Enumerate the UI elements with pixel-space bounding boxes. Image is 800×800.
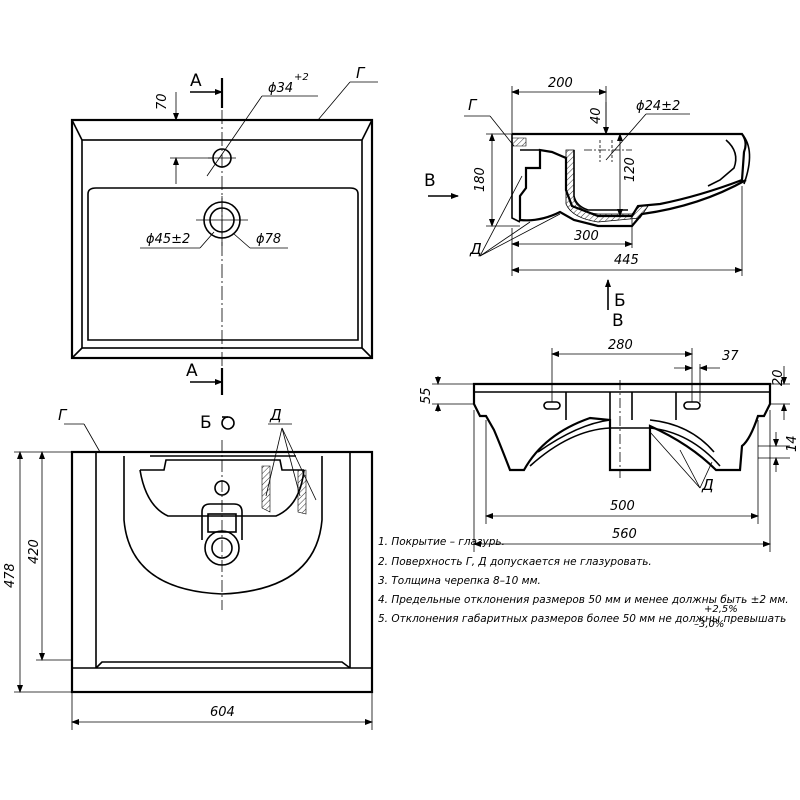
dim-tap-hole: ϕ34 bbox=[268, 81, 293, 96]
note-5: 5. Отклонения габаритных размеров более … bbox=[378, 613, 787, 625]
dim-420: 420 bbox=[27, 539, 42, 564]
view-v-title: В bbox=[612, 311, 624, 331]
dim-604: 604 bbox=[210, 705, 235, 720]
dim-180: 180 bbox=[473, 167, 488, 192]
section-a-bottom-label: А bbox=[186, 361, 198, 381]
view-b-marker-icon bbox=[221, 416, 235, 430]
rear-slot-right bbox=[683, 401, 701, 410]
dim-tap-hole-tol: +2 bbox=[294, 72, 309, 83]
dim-500: 500 bbox=[610, 499, 635, 514]
rear-slot-left bbox=[543, 401, 561, 410]
view-b-label: Б bbox=[200, 413, 212, 433]
dim-445: 445 bbox=[614, 253, 639, 268]
dim-560: 560 bbox=[612, 527, 637, 542]
dim-300: 300 bbox=[574, 229, 599, 244]
tolerance-plus: +2,5% bbox=[704, 604, 738, 615]
dim-37: 37 bbox=[722, 349, 739, 364]
section-b-arrow-label: Б bbox=[614, 291, 626, 311]
label-d-view: Д bbox=[701, 476, 714, 494]
front-bowl bbox=[123, 456, 323, 595]
section-hatch bbox=[565, 149, 649, 223]
note-2: 2. Поверхность Г, Д допускается не глазу… bbox=[378, 556, 652, 568]
section-view: 200 40 ϕ24±2 120 180 300 445 Г Д bbox=[424, 76, 751, 331]
note-4: 4. Предельные отклонения размеров 50 мм … bbox=[378, 594, 789, 606]
dim-55: 55 bbox=[419, 387, 434, 404]
label-g-front: Г bbox=[58, 406, 68, 424]
view-v-arrow-label: В bbox=[424, 171, 436, 191]
rear-view-outline bbox=[472, 382, 772, 472]
dim-hole-24: ϕ24±2 bbox=[636, 99, 680, 114]
dim-478: 478 bbox=[3, 563, 18, 588]
dim-drain-hole: ϕ45±2 bbox=[146, 232, 190, 247]
dim-200: 200 bbox=[548, 76, 573, 91]
dim-20: 20 bbox=[771, 369, 786, 386]
front-view: Б Г Д 478 420 604 bbox=[3, 406, 374, 730]
label-g-section: Г bbox=[468, 96, 478, 114]
note-1: 1. Покрытие – глазурь. bbox=[378, 536, 505, 548]
tolerance-minus: –3,0% bbox=[694, 619, 725, 630]
dim-70: 70 bbox=[155, 93, 170, 110]
dim-40: 40 bbox=[589, 107, 604, 124]
note-3: 3. Толщина черепка 8–10 мм. bbox=[378, 575, 541, 587]
dim-drain-outer: ϕ78 bbox=[256, 232, 281, 247]
label-g-top: Г bbox=[356, 64, 366, 82]
dim-14: 14 bbox=[785, 435, 800, 452]
rear-view: 280 37 55 20 14 500 560 bbox=[419, 338, 800, 552]
dim-280: 280 bbox=[608, 338, 633, 353]
dim-120: 120 bbox=[623, 157, 638, 182]
top-view: А А 70 ϕ34 +2 Г ϕ45±2 ϕ78 bbox=[70, 64, 378, 395]
label-d-section: Д bbox=[469, 240, 482, 258]
section-a-top-label: А bbox=[190, 71, 202, 91]
front-drain-hole bbox=[211, 537, 233, 559]
top-view-bowl bbox=[87, 187, 359, 341]
label-d-front: Д bbox=[269, 406, 282, 424]
